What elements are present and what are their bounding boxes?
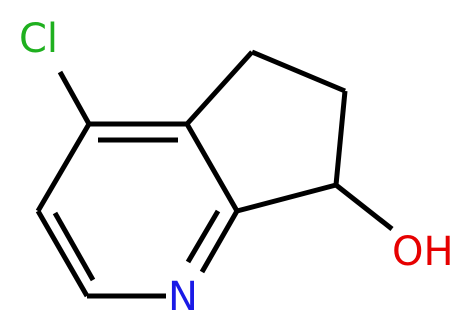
hydroxyl-atom-label: OH	[392, 229, 454, 275]
nitrogen-atom-label: N	[168, 274, 198, 320]
chlorine-atom-label: Cl	[19, 16, 58, 62]
bond-c6-c5	[35, 209, 90, 298]
bond-c1-c7a	[236, 182, 337, 214]
bond-c7a-n-inner	[185, 209, 221, 264]
bond-c3a-c3	[185, 50, 254, 126]
bond-c3-c2	[251, 49, 346, 94]
bond-c6-c5-inner	[52, 211, 96, 282]
bond-c1-o	[334, 183, 394, 231]
bond-c5-c4	[35, 122, 92, 213]
bond-c3a-c7a	[184, 122, 240, 213]
bond-c4-cl	[57, 70, 92, 126]
bond-c2-c1	[333, 90, 348, 186]
bond-c7a-n	[199, 209, 240, 274]
